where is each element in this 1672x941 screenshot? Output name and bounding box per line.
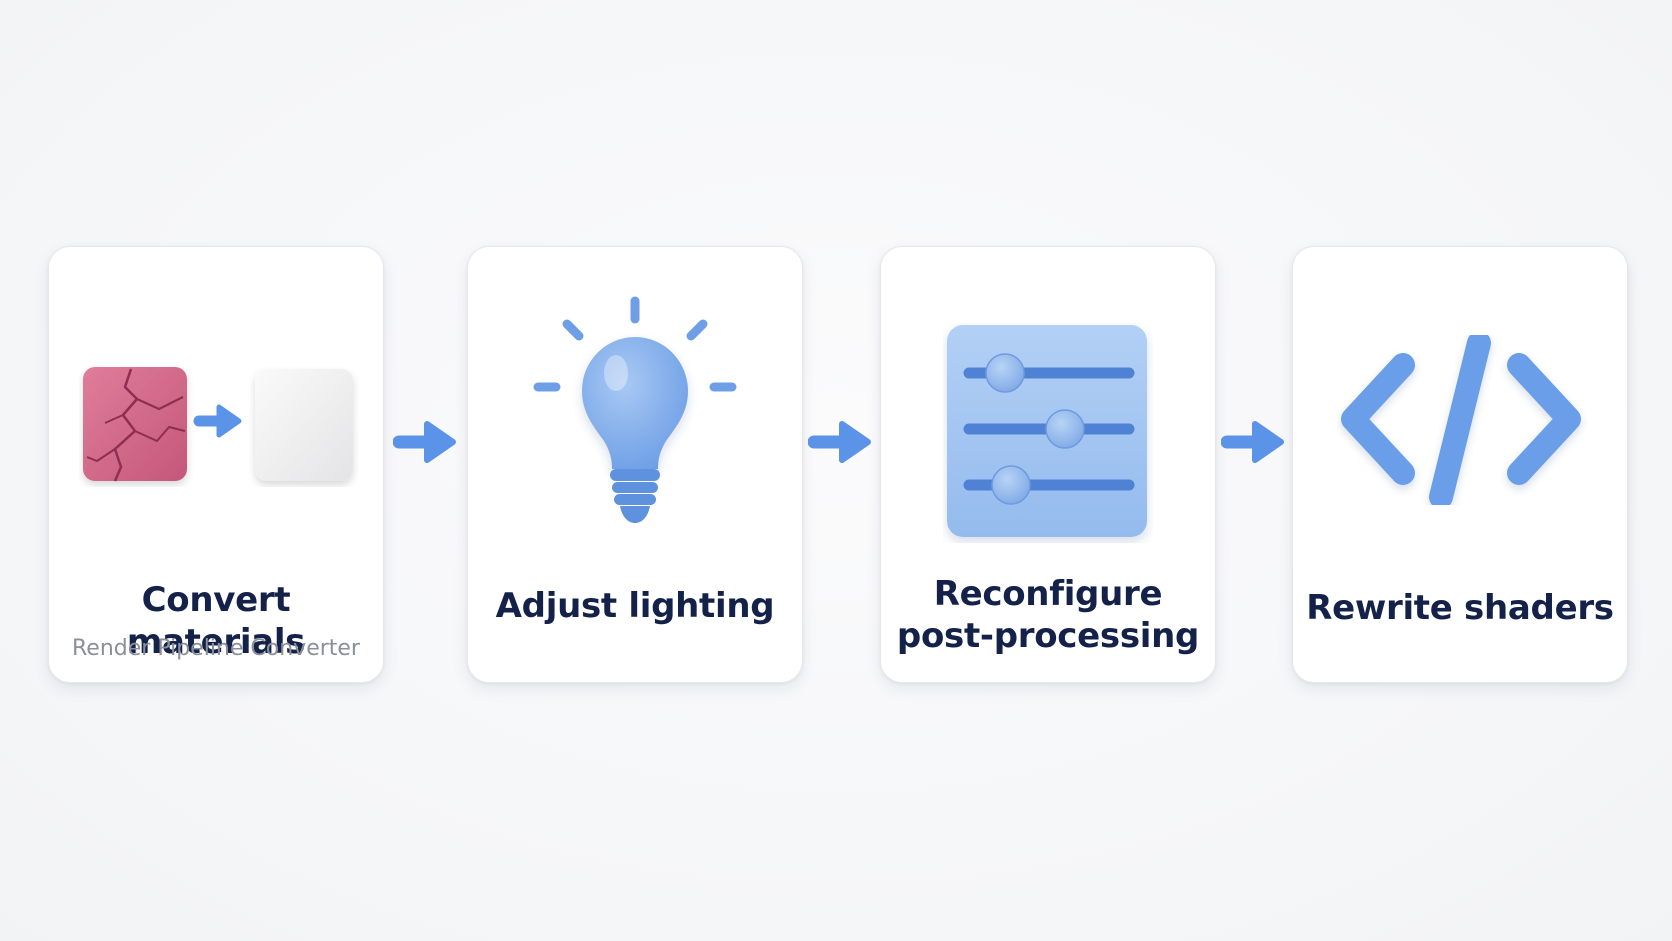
lightbulb-icon xyxy=(533,296,737,523)
step-title-line2: post-processing xyxy=(896,616,1200,656)
step-title: Convert materials xyxy=(126,580,306,662)
convert-arrow-icon xyxy=(193,404,242,438)
step-card-adjust-lighting: Adjust lighting xyxy=(467,246,803,683)
flow-arrow-icon xyxy=(1221,421,1284,463)
step-subtitle: Render Pipeline Converter xyxy=(72,636,360,661)
material-conversion-icon xyxy=(83,367,353,482)
step-card-rewrite-shaders: Rewrite shaders xyxy=(1292,246,1628,683)
sliders-icon xyxy=(947,325,1147,537)
step-title: Rewrite shaders xyxy=(1306,588,1614,628)
code-icon xyxy=(1341,335,1581,505)
step-title: Reconfigure xyxy=(933,574,1163,614)
slider-knob xyxy=(985,353,1085,505)
cracked-material-block xyxy=(83,367,187,481)
flow-arrow-icon xyxy=(393,421,456,463)
step-title: Adjust lighting xyxy=(495,586,775,626)
flow-arrow-icon xyxy=(808,421,871,463)
converted-material-block xyxy=(255,369,353,481)
step-card-post-processing: Reconfigure post-processing xyxy=(880,246,1216,683)
step-card-convert-materials: Convert materials Render Pipeline Conver… xyxy=(48,246,384,683)
